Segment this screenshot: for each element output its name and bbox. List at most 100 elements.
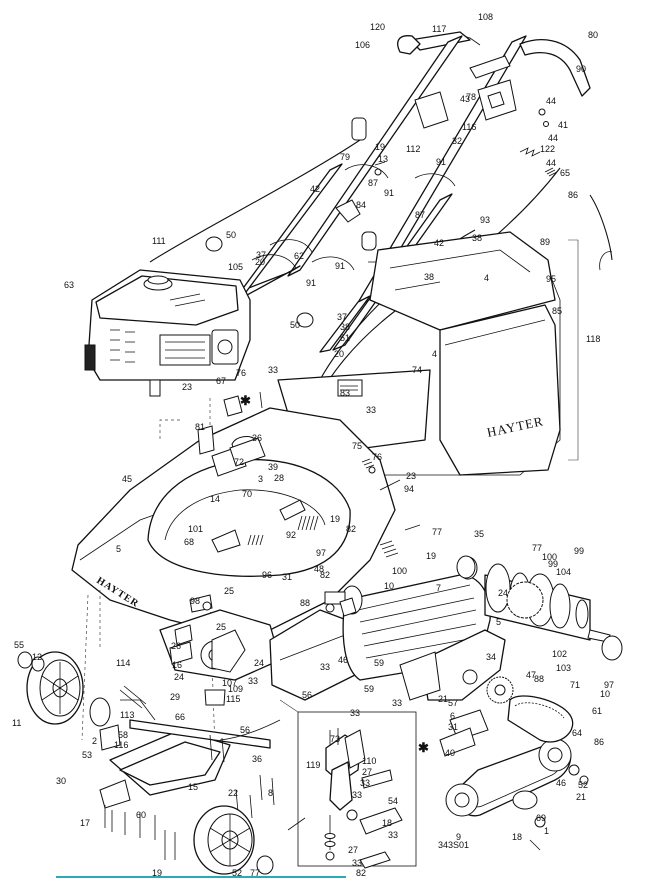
part-callout-44: 44	[546, 158, 556, 168]
part-callout-12: 12	[32, 652, 42, 662]
wheels	[17, 555, 623, 875]
part-callout-38: 38	[472, 233, 482, 243]
part-callout-21: 21	[576, 792, 586, 802]
part-callout-93: 93	[480, 215, 490, 225]
part-callout-91: 91	[384, 188, 394, 198]
part-callout-45: 45	[122, 474, 132, 484]
part-callout-43: 43	[460, 94, 470, 104]
part-callout-33: 33	[352, 858, 362, 868]
part-callout-69: 69	[536, 813, 546, 823]
part-callout-37: 37	[337, 312, 347, 322]
part-callout-100: 100	[542, 552, 557, 562]
part-callout-33: 33	[360, 778, 370, 788]
part-callout-91: 91	[335, 261, 345, 271]
part-callout-10: 10	[600, 689, 610, 699]
part-callout-33: 33	[248, 676, 258, 686]
part-callout-64: 64	[572, 728, 582, 738]
part-callout-27: 27	[348, 845, 358, 855]
part-callout-111: 111	[152, 236, 166, 246]
part-callout-11: 11	[12, 718, 21, 728]
part-callout-99: 99	[548, 559, 558, 569]
part-callout-19: 19	[375, 142, 385, 152]
part-callout-44: 44	[548, 133, 558, 143]
part-callout-33: 33	[350, 708, 360, 718]
part-callout-42: 42	[310, 184, 320, 194]
part-callout-4: 4	[484, 273, 489, 283]
part-callout-91: 91	[436, 157, 446, 167]
part-callout-74: 74	[412, 365, 422, 375]
part-callout-31: 31	[282, 572, 292, 582]
part-callout-95: 95	[546, 274, 556, 284]
part-callout-29: 29	[170, 692, 180, 702]
part-callout-98: 98	[190, 596, 200, 606]
part-callout-44: 44	[546, 96, 556, 106]
misc-parts: ✱ ✱	[197, 236, 613, 869]
part-callout-114: 114	[116, 658, 130, 668]
handle-assembly	[227, 31, 591, 353]
part-callout-1: 1	[544, 826, 549, 836]
part-callout-59: 59	[374, 658, 384, 668]
part-callout-84: 84	[356, 200, 366, 210]
part-callout-116: 116	[462, 122, 476, 132]
part-callout-33: 33	[268, 365, 278, 375]
part-callout-99: 99	[574, 546, 584, 556]
part-callout-7: 7	[436, 583, 441, 593]
part-callout-60: 60	[136, 810, 146, 820]
part-callout-5: 5	[116, 544, 121, 554]
part-callout-66: 66	[175, 712, 185, 722]
part-callout-8: 8	[268, 788, 273, 798]
part-callout-61: 61	[592, 706, 602, 716]
part-callout-119: 119	[306, 760, 320, 770]
part-callout-80: 80	[588, 30, 598, 40]
part-callout-72: 72	[234, 457, 244, 467]
part-callout-82: 82	[320, 570, 330, 580]
bolt-row	[104, 734, 275, 860]
part-callout-14: 14	[210, 494, 220, 504]
part-callout-88: 88	[300, 598, 310, 608]
part-callout-46: 46	[338, 655, 348, 665]
part-callout-9: 9	[456, 832, 461, 842]
part-callout-38: 38	[424, 272, 434, 282]
part-callout-13: 13	[378, 154, 388, 164]
detail-inset	[279, 699, 417, 867]
part-callout-102: 102	[552, 649, 567, 659]
part-callout-19: 19	[426, 551, 436, 561]
part-callout-55: 55	[14, 640, 24, 650]
part-callout-75: 75	[352, 441, 362, 451]
part-callout-10: 10	[384, 581, 394, 591]
part-callout-79: 79	[340, 152, 350, 162]
part-callout-52: 52	[578, 780, 588, 790]
part-callout-122: 122	[540, 144, 555, 154]
part-callout-31: 31	[448, 722, 458, 732]
part-callout-6: 6	[450, 711, 455, 721]
part-callout-46: 46	[556, 778, 566, 788]
part-callout-106: 106	[355, 40, 370, 50]
part-callout-25: 25	[224, 586, 234, 596]
part-callout-33: 33	[388, 830, 398, 840]
part-callout-116: 116	[114, 740, 128, 750]
part-callout-23: 23	[406, 471, 416, 481]
part-callout-33: 33	[320, 662, 330, 672]
part-callout-26: 26	[171, 641, 181, 651]
part-callout-73: 73	[330, 734, 340, 744]
part-callout-63: 63	[64, 280, 74, 290]
part-callout-15: 15	[188, 782, 198, 792]
part-callout-20: 20	[255, 257, 265, 267]
part-callout-5: 5	[496, 617, 501, 627]
part-callout-33: 33	[366, 405, 376, 415]
part-callout-56: 56	[302, 690, 312, 700]
part-callout-87: 87	[368, 178, 378, 188]
part-callout-50: 50	[226, 230, 236, 240]
part-callout-92: 92	[286, 530, 296, 540]
engine	[84, 269, 251, 397]
part-callout-25: 25	[216, 622, 226, 632]
part-callout-65: 65	[560, 168, 570, 178]
part-callout-30: 30	[56, 776, 66, 786]
part-callout-16: 16	[172, 660, 182, 670]
part-callout-40: 40	[445, 748, 455, 758]
part-callout-23: 23	[182, 382, 192, 392]
part-callout-24: 24	[174, 672, 184, 682]
part-callout-51: 51	[340, 333, 350, 343]
part-callout-101: 101	[188, 524, 203, 534]
part-callout-97: 97	[316, 548, 326, 558]
